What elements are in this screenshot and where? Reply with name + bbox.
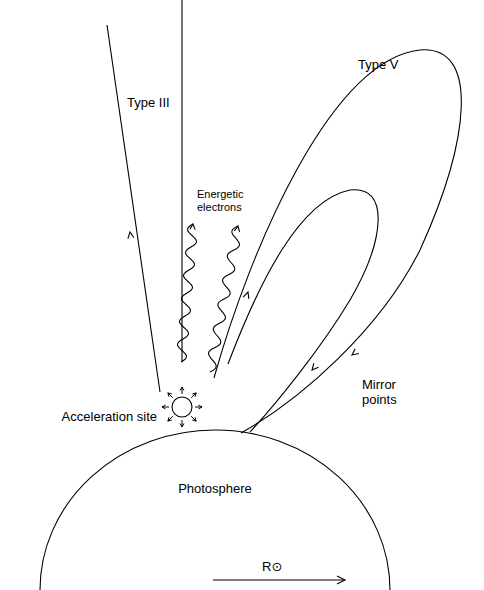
type-iii-field-line [107,25,160,392]
arrowhead [128,232,134,239]
type-v-outer-loop [214,50,461,433]
arrowhead [243,292,249,299]
node-outline [40,430,390,590]
site-label: Acceleration site [62,410,157,425]
ray-head [162,405,166,409]
acceleration-site: Acceleration site [171,396,193,418]
type-v-label: Type V [358,58,398,73]
node-outline [171,396,193,418]
electron-wave [178,224,197,362]
type-iii-field-line [181,0,182,362]
photosphere-disk: Photosphere [40,430,390,590]
arrowhead [234,226,239,232]
photosphere-label: Photosphere [40,482,390,497]
radius-arrowhead [337,576,345,584]
electron-wave [209,226,240,372]
site-circle [172,397,192,417]
ray [168,393,173,398]
ray [191,416,196,421]
energetic-electrons-label: Energetic electrons [196,187,260,214]
type-iii-label: Type III [127,96,170,111]
ray-head [180,387,184,391]
arrowhead [312,363,318,370]
ray-head [180,423,184,427]
ray-head [168,393,172,397]
mirror-points-label: Mirror points [362,378,422,408]
ray-head [198,405,202,409]
ray [191,393,196,398]
arrowhead [190,224,195,230]
photosphere-arc [40,430,390,590]
ray-head [192,417,196,421]
radius-line [213,579,345,580]
ray-head [192,393,196,397]
radius-label: R⊙ [262,560,282,575]
type-v-inner-loop [228,190,378,432]
ray-head [168,417,172,421]
ray [168,416,173,421]
arrowhead [352,349,359,355]
